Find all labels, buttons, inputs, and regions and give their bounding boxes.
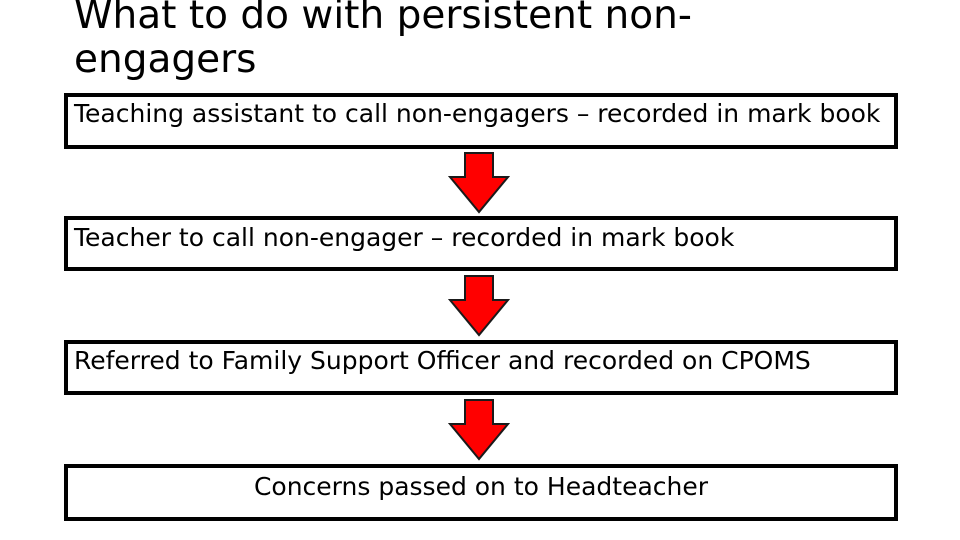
slide-title: What to do with persistent non-engagers bbox=[74, 0, 692, 82]
flow-step-4-text: Concerns passed on to Headteacher bbox=[253, 472, 709, 501]
flow-step-3: Referred to Family Support Officer and r… bbox=[64, 340, 898, 395]
flow-step-3-text: Referred to Family Support Officer and r… bbox=[74, 346, 811, 375]
flow-step-2: Teacher to call non-engager – recorded i… bbox=[64, 216, 898, 271]
down-arrow-icon bbox=[448, 275, 510, 337]
flow-step-1: Teaching assistant to call non-engagers … bbox=[64, 93, 898, 149]
down-arrow-icon bbox=[448, 399, 510, 461]
flow-step-1-text: Teaching assistant to call non-engagers … bbox=[74, 99, 881, 128]
down-arrow-icon bbox=[448, 152, 510, 214]
flow-step-2-text: Teacher to call non-engager – recorded i… bbox=[74, 223, 735, 252]
flow-step-4: Concerns passed on to Headteacher bbox=[64, 464, 898, 521]
